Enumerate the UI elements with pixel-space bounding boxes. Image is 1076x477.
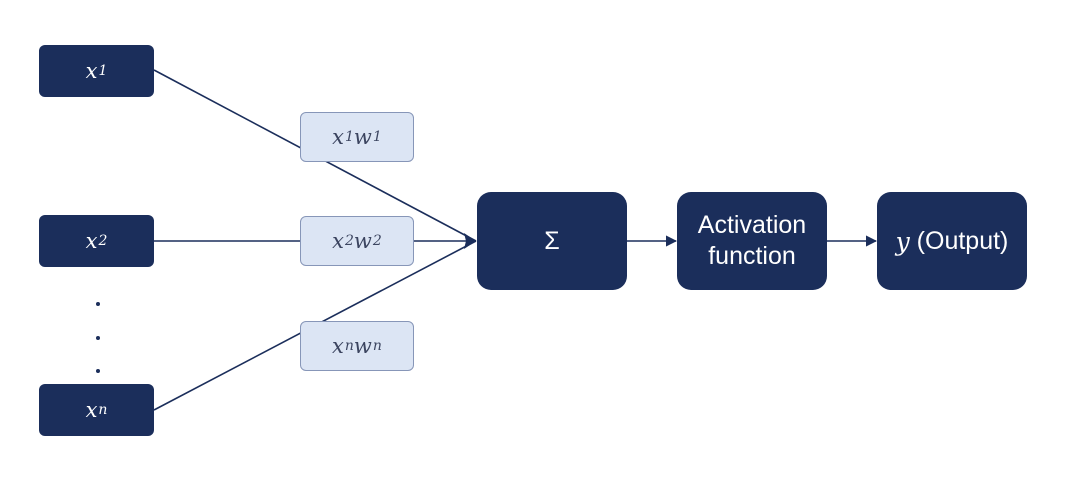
- weight1-w: w: [353, 125, 372, 149]
- weight2-xsub: 2: [345, 233, 354, 249]
- weightn-wsub: n: [372, 338, 382, 354]
- input-x1-sub: 1: [98, 63, 108, 79]
- summation-node: Σ: [477, 192, 627, 290]
- weightn-xsub: n: [344, 338, 354, 354]
- weight1-wsub: 1: [372, 129, 382, 145]
- activation-label-line2: function: [708, 242, 796, 270]
- input-xn-sub: n: [98, 402, 108, 418]
- activation-function-node: Activation function: [677, 192, 827, 290]
- ellipsis-dot-3: [96, 369, 100, 373]
- weight1-xsub: 1: [345, 129, 354, 145]
- ellipsis-dot-2: [96, 336, 100, 340]
- output-label: (Output): [909, 226, 1009, 255]
- input-x1-var: x: [85, 59, 98, 83]
- weight2-w: w: [353, 229, 372, 253]
- weight2-x: x: [332, 229, 344, 253]
- summation-label: Σ: [544, 226, 560, 255]
- activation-label-line1: Activation: [697, 211, 807, 239]
- ellipsis-dot-1: [96, 302, 100, 306]
- output-node: y (Output): [877, 192, 1027, 290]
- input-x2-sub: 2: [98, 233, 108, 249]
- input-xn-var: x: [85, 398, 98, 422]
- weight1-x: x: [332, 125, 344, 149]
- weight2-wsub: 2: [372, 233, 382, 249]
- weightn-w: w: [353, 334, 372, 358]
- weightn-x: x: [332, 334, 344, 358]
- output-var: y: [895, 226, 910, 256]
- sum-input-arrowhead: [464, 233, 476, 249]
- input-x2-var: x: [85, 229, 98, 253]
